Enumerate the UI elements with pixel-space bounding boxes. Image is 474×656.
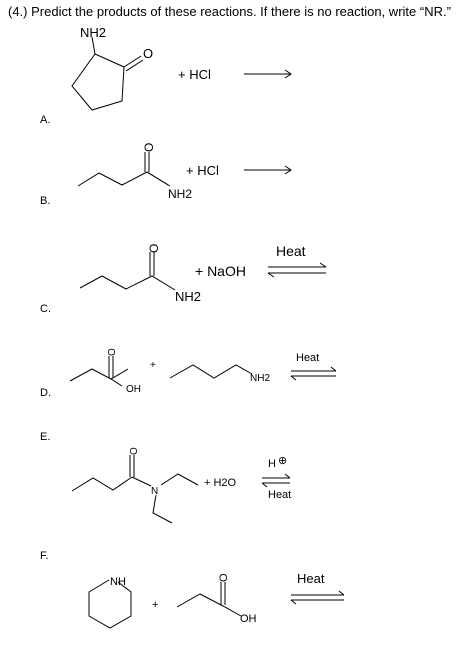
- condition-c: Heat: [276, 243, 306, 259]
- reagent-a: + HCl: [178, 67, 211, 82]
- condition-e: Heat: [268, 489, 291, 501]
- butanamide-structure-c: [79, 252, 176, 291]
- label-e: E.: [40, 431, 51, 443]
- propanoic-acid-structure-d: [69, 356, 129, 387]
- label-f: F.: [40, 550, 49, 562]
- ethyl-group-2: [152, 494, 173, 524]
- equilibrium-arrow-f: [290, 590, 345, 605]
- label-d: D.: [40, 387, 51, 399]
- oh-label-f: OH: [240, 613, 257, 625]
- reagent-e: + H2O: [204, 477, 237, 489]
- nh2-label-c: NH2: [175, 289, 201, 304]
- reagent-c: + NaOH: [195, 263, 246, 279]
- question-header: (4.) Predict the products of these react…: [8, 4, 451, 19]
- nh2-label-b: NH2: [168, 187, 192, 201]
- diethylbutanamide-structure-e: [71, 455, 199, 524]
- plus-d: +: [150, 360, 156, 371]
- equilibrium-arrow-e: [261, 473, 291, 488]
- butylamine-structure-d: [169, 364, 253, 379]
- c-o-bond: [110, 378, 123, 387]
- reaction-e: O N + H2O H ⊕ Heat: [71, 447, 291, 524]
- oxygen-label-d: O: [107, 348, 118, 356]
- oxygen-label-f: O: [218, 573, 230, 582]
- catalyst-e: H: [268, 458, 276, 470]
- nh2-label-a: NH2: [80, 25, 106, 40]
- reaction-b: O NH2 + HCl: [77, 143, 292, 201]
- oxygen-label-b: O: [142, 143, 156, 152]
- aminocyclopentanone-structure: [71, 36, 144, 111]
- label-c: C.: [40, 303, 51, 315]
- reaction-c: O NH2 + NaOH Heat: [79, 243, 327, 304]
- nh-label-f: NH: [110, 576, 126, 588]
- catalyst-charge-e: ⊕: [278, 455, 287, 467]
- carbonyl-bond-2: [125, 59, 144, 72]
- oh-label-d: OH: [126, 384, 141, 395]
- butanamide-structure-b: [77, 152, 171, 187]
- reaction-a: NH2 O + HCl: [71, 25, 292, 111]
- piperidine-structure-f: [88, 579, 132, 629]
- oxygen-label-e: O: [129, 447, 140, 455]
- ethyl-group-1: [160, 473, 199, 486]
- c-n-bond: [91, 36, 96, 55]
- oxygen-label-c: O: [147, 244, 161, 253]
- n-label-e: N: [151, 486, 158, 497]
- arrow-b: [244, 165, 292, 175]
- carbonyl-bond-1: [123, 55, 142, 68]
- plus-f: +: [152, 599, 158, 611]
- nh2-label-d: NH2: [250, 373, 270, 384]
- label-a: A.: [40, 114, 51, 126]
- c-n-bond: [146, 171, 171, 187]
- reaction-d: O OH + NH2 Heat: [69, 348, 337, 395]
- reagent-b: + HCl: [186, 163, 219, 178]
- equilibrium-arrow-d: [290, 366, 337, 381]
- cyclopentane-ring: [71, 53, 125, 111]
- oxygen-label-a: O: [143, 46, 153, 61]
- label-b: B.: [40, 195, 51, 207]
- c-n-bond: [131, 476, 152, 487]
- reaction-f: NH + O OH Heat: [88, 571, 345, 629]
- propanoic-acid-structure-f: [176, 582, 242, 617]
- arrow-a: [244, 69, 292, 79]
- condition-d: Heat: [296, 352, 319, 364]
- equilibrium-arrow-c: [267, 262, 327, 278]
- condition-f: Heat: [297, 571, 325, 586]
